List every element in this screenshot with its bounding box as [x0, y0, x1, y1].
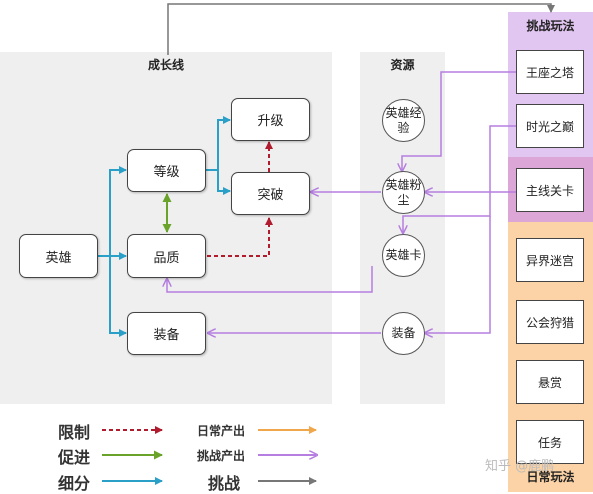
output-tower-dust	[402, 71, 516, 170]
watermark: 知乎 @鹿鹏	[485, 459, 555, 474]
subdivide-hero-level	[98, 166, 127, 257]
legend-challenge-output-label: 挑战产出	[197, 449, 246, 463]
output-card-quality	[167, 266, 373, 293]
legend-subdivide-label: 细分	[58, 474, 91, 493]
node-level: 等级	[127, 149, 206, 192]
node-hero: 英雄	[19, 234, 98, 278]
legend-promote-label: 促进	[58, 448, 91, 467]
resource-equipment: 装备	[382, 312, 425, 355]
limit-quality-breakthrough	[207, 217, 273, 257]
node-upgrade: 升级	[231, 98, 310, 141]
resource-hero-dust: 英雄粉尘	[382, 171, 425, 214]
challenge-link-top	[167, 3, 555, 55]
node-equipment: 装备	[127, 312, 206, 355]
legend-challenge-label: 挑战	[208, 474, 241, 493]
node-breakthrough: 突破	[231, 172, 310, 215]
subdivide-level-upgrade	[206, 116, 231, 171]
subdivide-level-breakthrough	[217, 170, 231, 195]
subdivide-hero-equipment	[109, 256, 127, 337]
output-time-equip	[426, 216, 491, 333]
node-quality: 品质	[127, 234, 206, 278]
challenge-panel-title: 挑战玩法	[526, 19, 575, 33]
daily-panel-title: 日常玩法	[526, 470, 575, 484]
growth-panel-title: 成长线	[147, 58, 184, 72]
node-time-peak: 时光之巅	[516, 104, 584, 148]
node-main-stage: 主线关卡	[516, 168, 584, 212]
resource-panel-title: 资源	[390, 58, 415, 72]
resource-hero-exp: 英雄经验	[382, 99, 425, 142]
node-guild-hunt: 公会狩猎	[516, 300, 584, 344]
resource-hero-card: 英雄卡	[382, 234, 425, 277]
node-otherworld-maze: 异界迷宫	[516, 238, 584, 282]
node-bounty: 悬赏	[516, 360, 584, 404]
node-quest: 任务	[516, 420, 584, 464]
legend-daily-output-label: 日常产出	[197, 424, 246, 438]
legend-limit-label: 限制	[58, 423, 91, 442]
node-throne-tower: 王座之塔	[516, 50, 584, 94]
